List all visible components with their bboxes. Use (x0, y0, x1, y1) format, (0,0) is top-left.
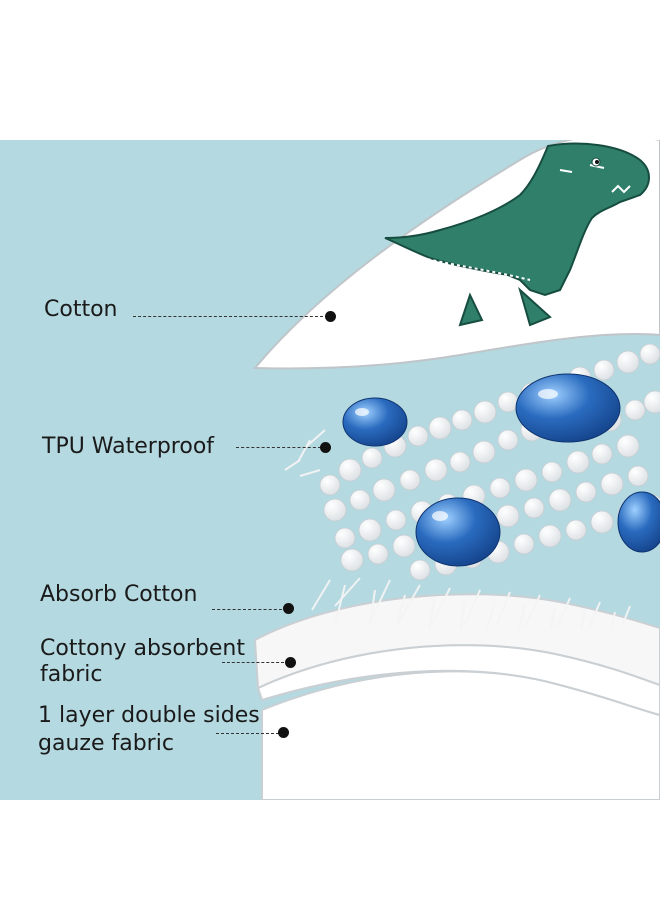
leader-line-cottony-absorbent (222, 662, 284, 663)
leader-line-absorb-cotton (212, 609, 282, 610)
layer-label-cottony-absorbent-line2: fabric (40, 662, 103, 687)
layer-label-tpu-waterproof: TPU Waterproof (42, 434, 215, 459)
marker-dot-cottony-absorbent (285, 657, 296, 668)
product-layer-diagram: Cotton TPU Waterproof Absorb Cotton Cott… (0, 140, 660, 800)
marker-dot-cotton (325, 311, 336, 322)
leader-line-cotton (133, 316, 323, 317)
layer-label-gauze-line1: 1 layer double sides (38, 703, 260, 728)
dinosaur-details (409, 164, 631, 281)
cotton-fringe (284, 429, 631, 631)
marker-dot-tpu-waterproof (320, 442, 331, 453)
layer-label-cotton: Cotton (44, 297, 118, 322)
marker-dot-absorb-cotton (283, 603, 294, 614)
leader-line-tpu-waterproof (236, 447, 321, 448)
leader-line-gauze (216, 733, 279, 734)
marker-dot-gauze (278, 727, 289, 738)
layer-label-absorb-cotton: Absorb Cotton (40, 582, 198, 607)
absorb-cotton-layer (253, 593, 660, 690)
layer-illustration (252, 140, 660, 800)
layer-label-gauze-line2: gauze fabric (38, 731, 174, 756)
layer-label-cottony-absorbent-line1: Cottony absorbent (40, 636, 245, 661)
